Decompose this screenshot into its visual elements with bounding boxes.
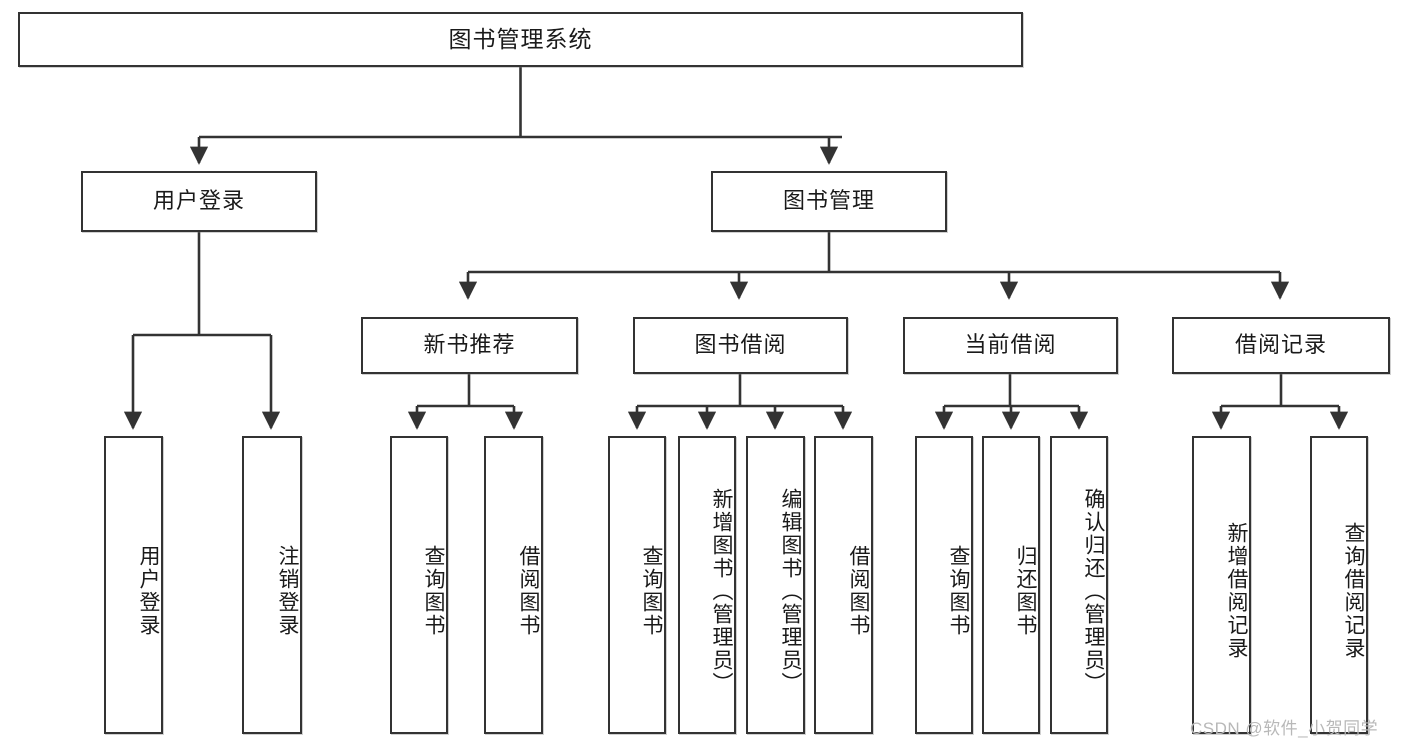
leaf-new-book-borrow-books[interactable]: 借阅图书 <box>484 436 543 734</box>
node-book-borrow[interactable]: 图书借阅 <box>633 317 848 374</box>
leaf-borrow-records-add-record[interactable]: 新增借阅记录 <box>1192 436 1251 734</box>
leaf-borrow-records-query-record[interactable]: 查询借阅记录 <box>1310 436 1368 734</box>
csdn-watermark: CSDN @软件_小贺同学 <box>1190 719 1379 738</box>
node-root-book-management-system[interactable]: 图书管理系统 <box>18 12 1023 67</box>
leaf-user-login-logout[interactable]: 注销登录 <box>242 436 302 734</box>
leaf-book-borrow-edit-book-admin[interactable]: 编辑图书（管理员） <box>746 436 805 734</box>
leaf-current-borrow-return-books[interactable]: 归还图书 <box>982 436 1040 734</box>
node-borrow-records[interactable]: 借阅记录 <box>1172 317 1390 374</box>
node-current-borrow[interactable]: 当前借阅 <box>903 317 1118 374</box>
leaf-current-borrow-query-books[interactable]: 查询图书 <box>915 436 973 734</box>
node-book-management[interactable]: 图书管理 <box>711 171 947 232</box>
leaf-user-login-do-login[interactable]: 用户登录 <box>104 436 163 734</box>
leaf-book-borrow-query-books[interactable]: 查询图书 <box>608 436 666 734</box>
leaf-current-borrow-confirm-return-admin[interactable]: 确认归还（管理员） <box>1050 436 1108 734</box>
node-new-book-recommend[interactable]: 新书推荐 <box>361 317 578 374</box>
leaf-book-borrow-borrow-book[interactable]: 借阅图书 <box>814 436 873 734</box>
leaf-book-borrow-add-book-admin[interactable]: 新增图书（管理员） <box>678 436 736 734</box>
node-user-login[interactable]: 用户登录 <box>81 171 317 232</box>
leaf-new-book-query-books[interactable]: 查询图书 <box>390 436 448 734</box>
